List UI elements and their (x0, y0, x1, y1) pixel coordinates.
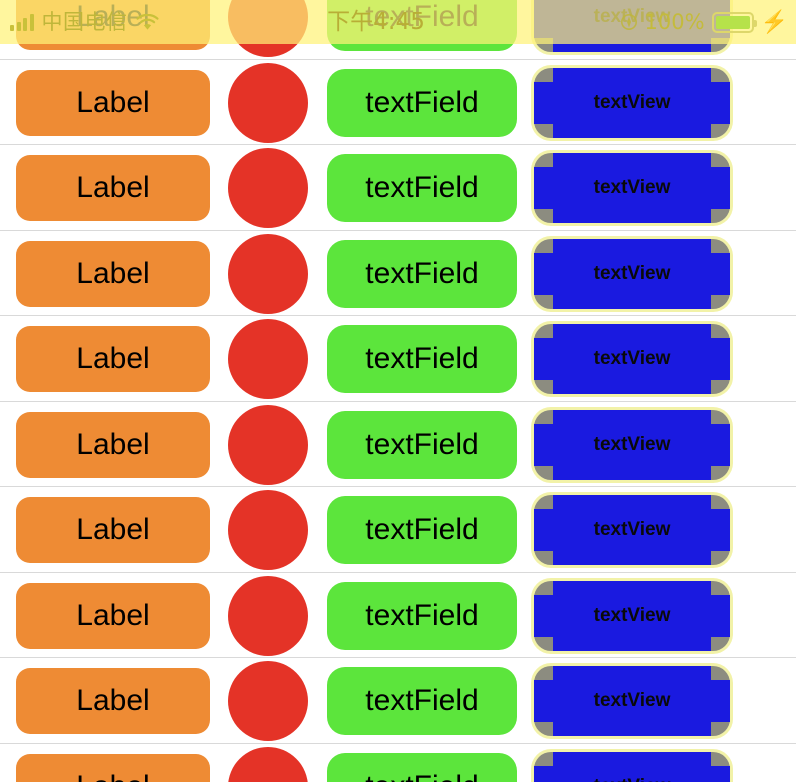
textfield-cell[interactable]: textField (327, 0, 517, 51)
label-cell: Label (16, 497, 210, 563)
label-cell: Label (16, 0, 210, 50)
textview-label: textView (593, 91, 671, 113)
textview-blue-fill (553, 495, 711, 565)
textview-blue-fill (553, 580, 711, 651)
textview-label: textView (593, 6, 671, 27)
textview-cell[interactable]: textView (531, 64, 733, 141)
table-row[interactable]: Label textField textView (0, 0, 796, 60)
textview-cell[interactable]: textView (531, 577, 733, 654)
table-row[interactable]: Label textField textView (0, 316, 796, 402)
label-cell: Label (16, 668, 210, 734)
textview-blue-fill (553, 409, 711, 480)
table-row[interactable]: Label textField textView (0, 145, 796, 231)
textview-blue-fill (553, 751, 711, 782)
label-cell: Label (16, 582, 210, 649)
textview-blue-fill (553, 324, 711, 394)
red-circle (228, 0, 308, 57)
textview-label: textView (593, 604, 671, 626)
label-cell: Label (16, 155, 210, 221)
red-circle (228, 575, 308, 656)
textfield-cell[interactable]: textField (327, 581, 517, 650)
textview-label: textView (593, 433, 671, 455)
textview-blue-fill (553, 153, 711, 223)
textfield-cell[interactable]: textField (327, 325, 517, 393)
textfield-cell[interactable]: textField (327, 496, 517, 564)
table-row[interactable]: Label textField textView (0, 59, 796, 145)
red-circle (228, 233, 308, 314)
textfield-cell[interactable]: textField (327, 410, 517, 479)
table-row[interactable]: Label textField textView (0, 658, 796, 744)
textfield-cell[interactable]: textField (327, 667, 517, 735)
red-circle (228, 148, 308, 228)
textview-label: textView (534, 752, 730, 782)
textview-label: textView (593, 348, 671, 369)
table-row[interactable]: Label textField textView (0, 487, 796, 573)
table-row[interactable]: Label textField textView (0, 401, 796, 487)
textview-label: textView (593, 262, 671, 284)
textview-label: textView (593, 690, 671, 711)
textview-blue-fill (553, 67, 711, 138)
red-circle (228, 62, 308, 143)
red-circle (228, 319, 308, 399)
textview-cell[interactable]: textView (531, 235, 733, 312)
textfield-cell[interactable]: textField (327, 68, 517, 137)
table-row[interactable]: Label textField textView (0, 230, 796, 316)
red-circle (228, 746, 308, 782)
table-row[interactable]: Label textField textView (0, 743, 796, 782)
textview-blue-fill (553, 238, 711, 309)
textview-cell[interactable]: textView (531, 492, 733, 568)
textview-cell[interactable]: textView (531, 406, 733, 483)
textview-cell[interactable]: textView (531, 663, 733, 739)
red-circle (228, 661, 308, 741)
label-cell: Label (16, 240, 210, 307)
textview-label: textView (593, 177, 671, 198)
textfield-cell[interactable]: textField (327, 752, 517, 782)
label-cell: Label (16, 326, 210, 392)
textview-cell[interactable]: textView (531, 0, 733, 55)
label-cell: Label (16, 753, 210, 782)
label-cell: Label (16, 69, 210, 136)
textfield-cell[interactable]: textField (327, 239, 517, 308)
red-circle (228, 404, 308, 485)
textfield-cell[interactable]: textField (327, 154, 517, 222)
textview-cell[interactable]: textView (531, 150, 733, 226)
textview-cell[interactable]: textView (531, 321, 733, 397)
table-row[interactable]: Label textField textView (0, 572, 796, 658)
label-cell: Label (16, 411, 210, 478)
textview-cell[interactable]: textView (531, 748, 733, 782)
red-circle (228, 490, 308, 570)
textview-label: textView (593, 519, 671, 540)
textview-blue-fill (553, 666, 711, 736)
